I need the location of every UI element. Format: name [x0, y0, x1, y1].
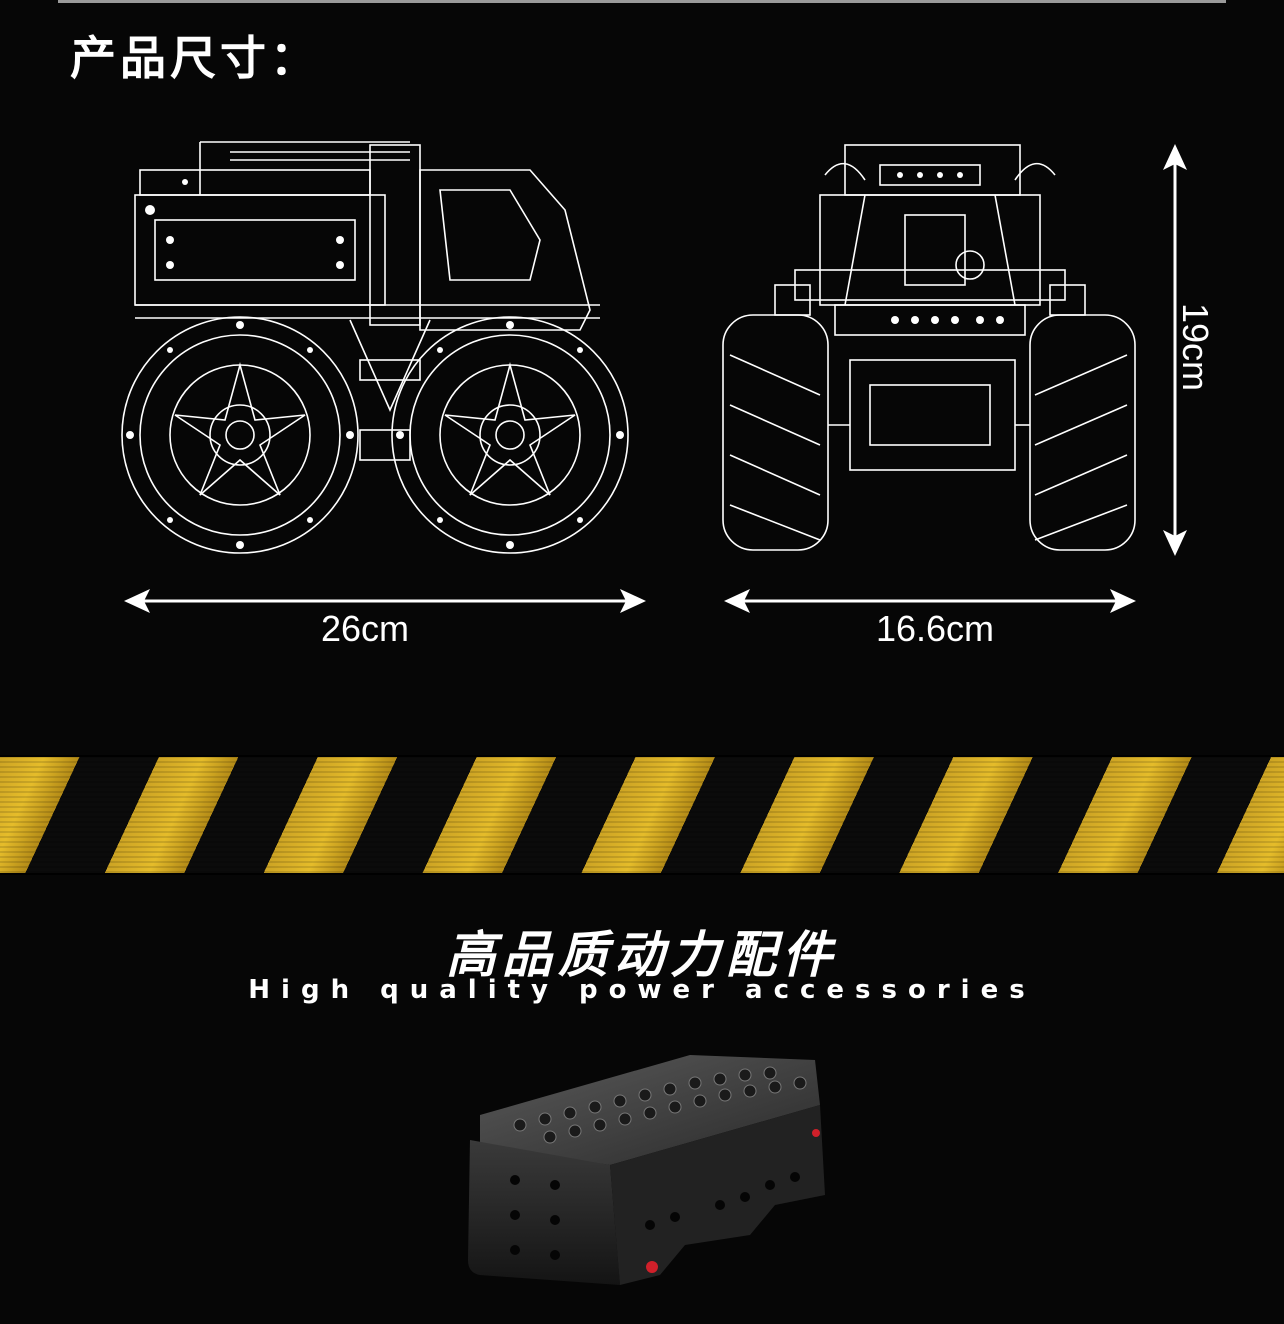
- section-title: 产品尺寸：: [70, 31, 320, 85]
- accessories-title-en: High quality power accessories: [248, 975, 1036, 1005]
- side-width-label: 26cm: [320, 608, 410, 649]
- side-view-drawing: [121, 141, 629, 554]
- battery-box-image: [468, 1055, 825, 1285]
- front-view-drawing: [722, 144, 1136, 551]
- front-width-label: 16.6cm: [875, 608, 995, 649]
- height-label: 19cm: [1175, 302, 1216, 392]
- hazard-stripe-banner: [0, 757, 1284, 873]
- front-width-arrow: [724, 589, 1136, 613]
- top-divider: [58, 0, 1226, 3]
- side-width-arrow: [124, 589, 646, 613]
- height-arrow: [1163, 144, 1187, 556]
- accessories-title-cn: 高品质动力配件: [446, 926, 838, 984]
